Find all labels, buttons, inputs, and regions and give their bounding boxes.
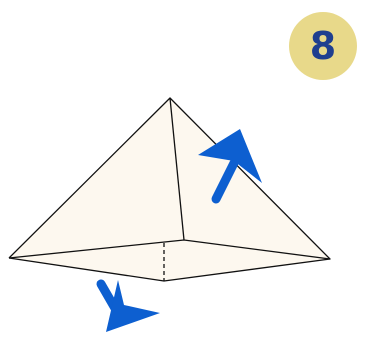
arrow-down-left-icon bbox=[96, 279, 160, 332]
pyramid-front-edge bbox=[8, 239, 331, 260]
step-number-badge: 8 bbox=[289, 12, 357, 80]
step-number: 8 bbox=[309, 24, 337, 68]
pyramid-ridge-edge bbox=[169, 97, 185, 241]
pyramid-face-front bbox=[9, 98, 184, 258]
arrow-up-right-icon bbox=[198, 129, 262, 204]
